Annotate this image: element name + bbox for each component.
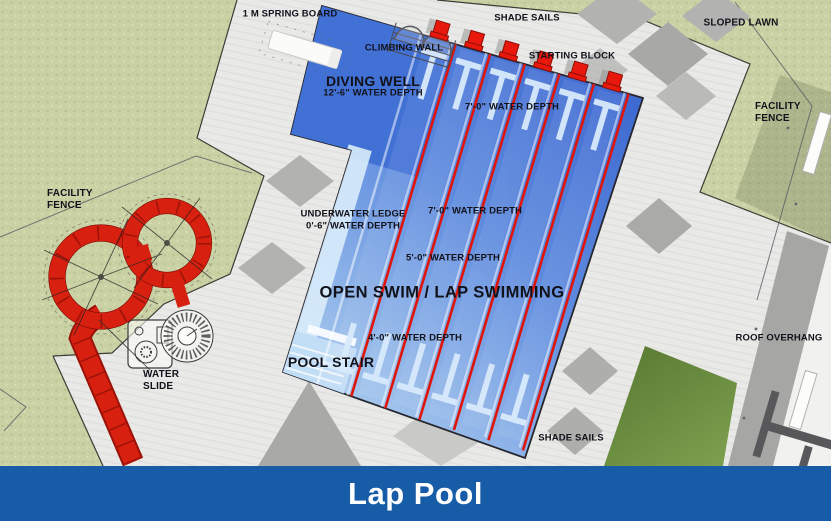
lane-ropes (349, 38, 632, 451)
slide-support-spokes (41, 197, 213, 336)
lap-pool-body (258, 4, 645, 460)
slide-stair-tower (160, 309, 214, 363)
label-shade-sails-bottom: SHADE SAILS (538, 432, 604, 444)
label-starting-block: STARTING BLOCK (528, 50, 616, 62)
label-open-swim: OPEN SWIM / LAP SWIMMING (319, 283, 565, 302)
label-roof-overhang: ROOF OVERHANG (735, 332, 823, 344)
label-underwater-ledge: UNDERWATER LEDGE (300, 208, 406, 220)
diving-well-water (283, 6, 461, 178)
label-underwater-ledge-depth: 0'-6" WATER DEPTH (305, 220, 401, 232)
label-diving-well-depth: 12'-6" WATER DEPTH (323, 87, 423, 99)
sheet-title-bar: Lap Pool (0, 466, 831, 521)
label-climbing-wall: CLIMBING WALL (364, 42, 444, 54)
lane-tints (323, 37, 622, 442)
building-walls (752, 390, 831, 466)
label-shade-sails-top: SHADE SAILS (494, 12, 560, 24)
lane-end-targets (327, 47, 620, 426)
building-and-roof-overhang (728, 110, 831, 466)
lane-stripes (315, 32, 626, 448)
label-facility-fence-right: FACILITY FENCE (755, 101, 801, 124)
starting-blocks (425, 18, 624, 93)
shade-sail-shadows (238, 0, 750, 466)
label-depth-7-upper: 7'-0" WATER DEPTH (464, 101, 560, 113)
water-slide-structure (41, 193, 217, 466)
label-depth-4: 4'-0" WATER DEPTH (367, 332, 463, 344)
bench-outline (801, 110, 831, 176)
facility-fence-lines (0, 1, 813, 432)
underwater-ledge-strip (283, 144, 372, 386)
water-slide-leader-line (98, 319, 151, 371)
label-depth-7-mid: 7'-0" WATER DEPTH (427, 205, 523, 217)
label-sloped-lawn: SLOPED LAWN (703, 17, 779, 29)
label-pool-stair: POOL STAIR (287, 353, 375, 370)
label-water-slide: WATER SLIDE (143, 369, 180, 392)
bench-outline (788, 369, 818, 431)
label-facility-fence-left: FACILITY FENCE (47, 188, 93, 211)
label-spring-board: 1 M SPRING BOARD (242, 8, 338, 20)
slide-loops (48, 197, 213, 330)
climbing-wall-structure (387, 22, 457, 70)
turf-panel (604, 346, 737, 466)
sheet-title: Lap Pool (348, 475, 483, 511)
site-plan-graphics (0, 0, 831, 466)
spring-board (258, 20, 352, 78)
label-depth-5: 5'-0" WATER DEPTH (405, 252, 501, 264)
site-plan-drawing: 1 M SPRING BOARD SHADE SAILS CLIMBING WA… (0, 0, 831, 466)
label-diving-well: DIVING WELL (326, 72, 420, 89)
